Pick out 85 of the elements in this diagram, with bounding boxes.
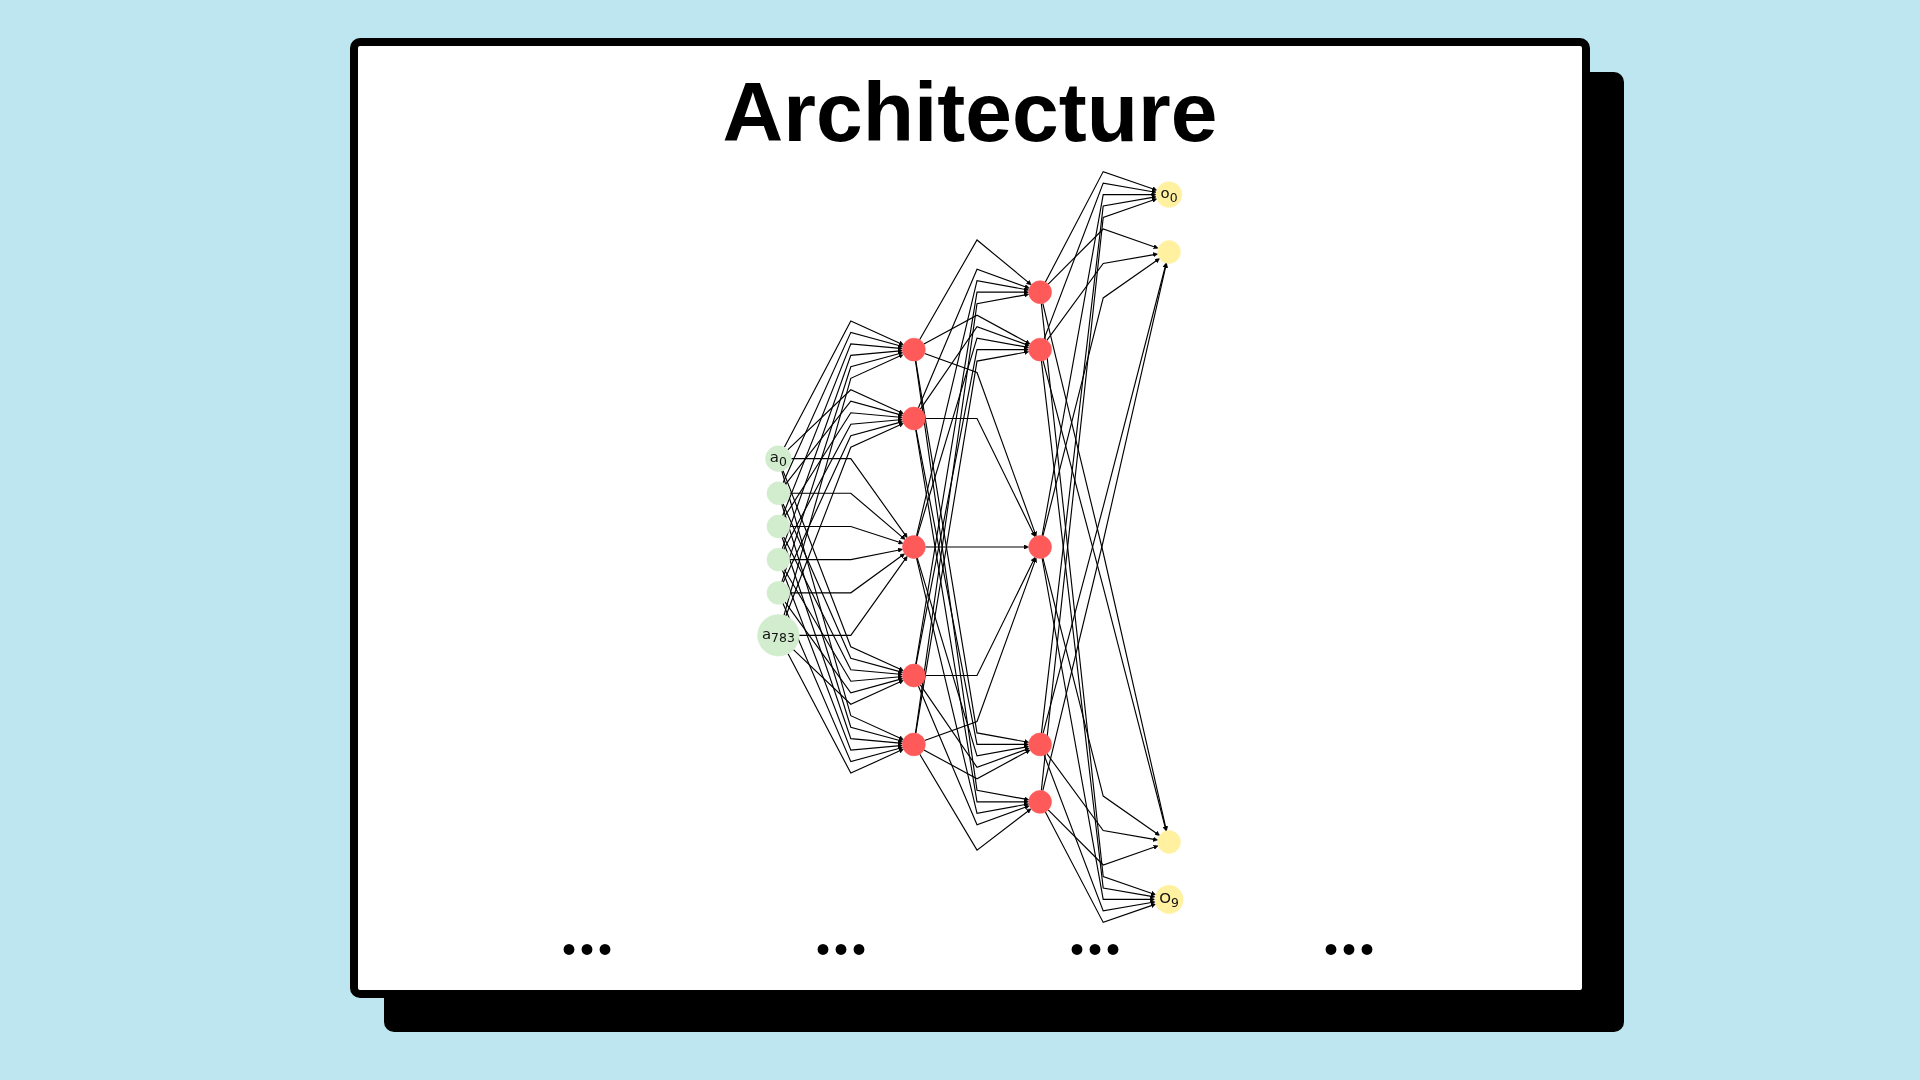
arrow bbox=[918, 753, 1031, 851]
arrow bbox=[922, 749, 1030, 780]
arrow bbox=[914, 429, 1029, 805]
node-circle bbox=[1156, 240, 1181, 264]
arrow bbox=[917, 685, 1030, 826]
node-circle bbox=[1028, 732, 1052, 757]
arrow bbox=[924, 544, 1029, 550]
arrow bbox=[787, 653, 904, 774]
arrow bbox=[915, 280, 1029, 537]
arrow bbox=[923, 557, 1037, 742]
arrow bbox=[798, 556, 908, 636]
arrow bbox=[782, 331, 903, 484]
arrow bbox=[915, 429, 1029, 747]
node-circle bbox=[1028, 535, 1052, 559]
node-circle bbox=[901, 535, 926, 559]
arrow bbox=[1047, 228, 1159, 285]
arrow bbox=[784, 601, 903, 694]
node-circle bbox=[1156, 830, 1181, 854]
arrow bbox=[782, 536, 903, 677]
arrow bbox=[918, 239, 1032, 341]
node-circle bbox=[766, 547, 790, 572]
node-circle bbox=[1028, 337, 1052, 362]
ellipsis-dots: ••• bbox=[816, 927, 870, 972]
node-circle bbox=[901, 732, 926, 757]
arrow bbox=[1043, 182, 1157, 340]
arrow bbox=[1044, 170, 1157, 283]
arrow bbox=[923, 352, 1037, 537]
arrow bbox=[784, 400, 903, 485]
arrow bbox=[781, 343, 903, 517]
arrow bbox=[914, 289, 1029, 665]
arrow bbox=[1043, 754, 1155, 912]
arrow bbox=[781, 569, 903, 751]
arrow bbox=[1041, 557, 1160, 836]
node-circle: o$_{0}$ bbox=[1155, 181, 1182, 208]
arrow bbox=[919, 684, 1030, 769]
arrow bbox=[1045, 252, 1158, 341]
arrow bbox=[784, 422, 904, 617]
arrow bbox=[916, 557, 1029, 757]
arrow bbox=[781, 602, 903, 763]
arrow bbox=[1041, 258, 1160, 537]
arrow bbox=[781, 348, 903, 550]
node-circle: O$_{9}$ bbox=[1154, 885, 1184, 914]
arrow bbox=[783, 320, 904, 448]
node-circle bbox=[901, 337, 926, 362]
arrow bbox=[1044, 811, 1156, 924]
arrow bbox=[782, 503, 903, 674]
arrow bbox=[783, 353, 904, 616]
arrow bbox=[915, 347, 1029, 665]
arrow bbox=[919, 325, 1030, 410]
arrow bbox=[922, 314, 1030, 345]
arrow bbox=[916, 337, 1029, 537]
arrow bbox=[1045, 753, 1158, 842]
arrow bbox=[788, 553, 905, 594]
arrow bbox=[924, 557, 1035, 677]
arrow bbox=[788, 525, 903, 545]
node-circle bbox=[901, 406, 926, 431]
node-circle bbox=[766, 581, 790, 605]
node-circle bbox=[1028, 280, 1052, 304]
arrow bbox=[917, 268, 1030, 409]
node-circle bbox=[766, 514, 790, 539]
node-circle bbox=[901, 663, 926, 688]
arrow bbox=[915, 557, 1029, 814]
node-circle: a$_{0}$ bbox=[764, 445, 792, 472]
node-circle bbox=[1028, 790, 1052, 814]
node-circle: a$_{783}$ bbox=[756, 614, 799, 657]
node-circle bbox=[766, 481, 790, 505]
arrow bbox=[1047, 809, 1159, 866]
arrow bbox=[790, 458, 908, 538]
arrow bbox=[783, 412, 903, 518]
ellipsis-dots: ••• bbox=[1070, 927, 1124, 972]
arrow bbox=[1041, 557, 1155, 902]
arrow bbox=[786, 389, 904, 451]
ellipsis-dots: ••• bbox=[1324, 927, 1379, 972]
arrow bbox=[782, 420, 903, 583]
arrow bbox=[782, 417, 903, 551]
arrow bbox=[783, 568, 903, 682]
arrow bbox=[924, 417, 1035, 537]
arrow bbox=[788, 547, 903, 561]
arrow bbox=[780, 351, 903, 583]
title: Architecture bbox=[722, 64, 1218, 161]
arrow bbox=[792, 649, 904, 705]
arrow bbox=[1041, 192, 1156, 537]
ellipsis-dots: ••• bbox=[561, 927, 616, 972]
arrow bbox=[782, 470, 904, 672]
arrow bbox=[781, 536, 903, 746]
